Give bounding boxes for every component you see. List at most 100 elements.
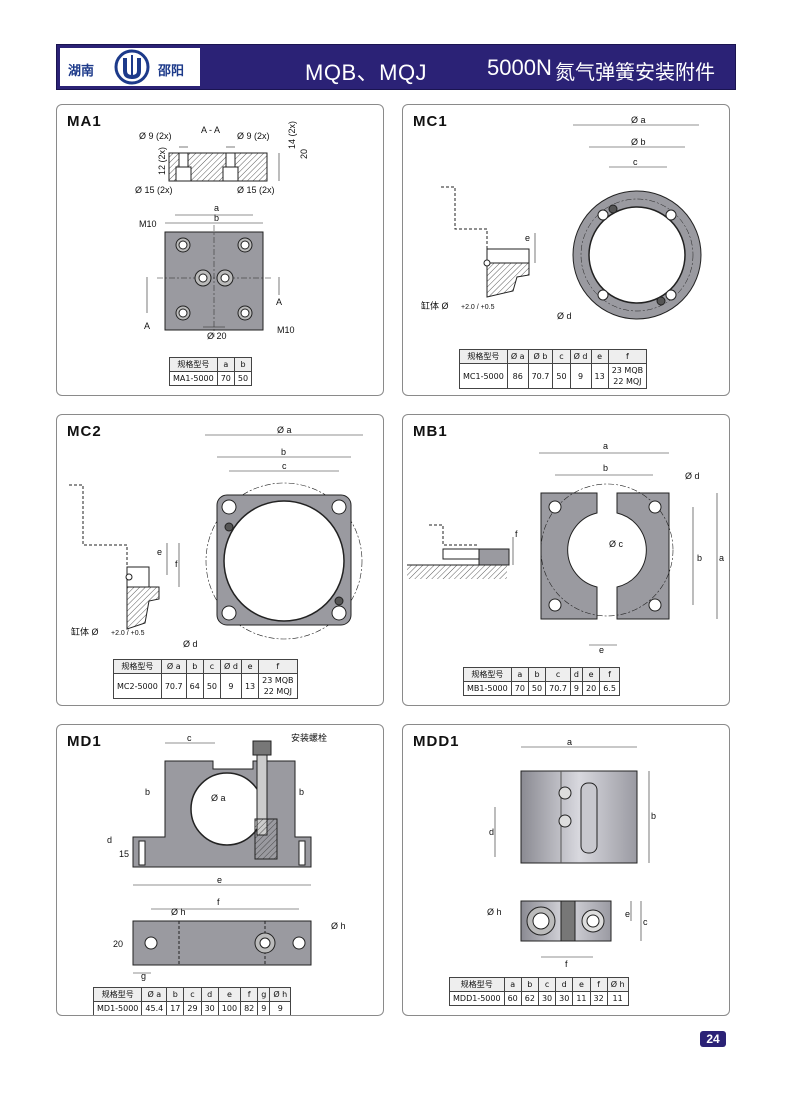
md1-label-h15: 15 <box>119 849 129 859</box>
table-cell: 30 <box>200 1001 219 1015</box>
mc2-label-cyl: 缸体 Ø <box>71 626 99 637</box>
table-cell: MB1-5000 <box>463 681 512 696</box>
mc2-label-tol: +2.0 / +0.5 <box>111 630 145 637</box>
mc1-label-cyl: 缸体 Ø <box>421 300 449 311</box>
mc1-label-d: Ø d <box>557 311 572 321</box>
md1-label-d: d <box>107 835 112 845</box>
table-header-cell: b <box>185 659 204 674</box>
mb1-side-view <box>407 524 514 579</box>
mdd1-label-c: c <box>643 917 648 927</box>
table-cell: 20 <box>582 681 601 696</box>
table-header-cell: c <box>552 349 571 364</box>
mdd1-label-h: Ø h <box>487 907 502 917</box>
mc1-label-tol: +2.0 / +0.5 <box>461 304 495 311</box>
table-header-cell: 规格型号 <box>113 659 162 674</box>
table-cell: 9 <box>269 1001 292 1015</box>
panel-mc2: MC2 e f 缸体 Ø +2.0 / +0.5 Ø a <box>56 414 384 706</box>
table-cell: 50 <box>527 681 547 696</box>
page-header: 湖南 邵阳 MQB、MQJ 5000N 氮气弹簧安装附件 <box>56 44 736 90</box>
mc1-label-a: Ø a <box>631 115 646 125</box>
table-header-cell: Ø d <box>220 659 242 674</box>
mb1-drawing: f a b Ø c Ø d b a e <box>407 441 724 655</box>
ma1-label-b: b <box>214 213 219 223</box>
table-header-cell: 规格型号 <box>459 349 508 364</box>
mb1-label-b2: b <box>697 553 702 563</box>
panel-title: MA1 <box>67 113 102 130</box>
table-cell: 9 <box>220 673 242 699</box>
table-cell: MD1-5000 <box>92 1001 143 1015</box>
md1-label-f: f <box>217 897 220 907</box>
table-header-cell: f <box>599 667 620 682</box>
page-number: 24 <box>700 1031 726 1047</box>
table-header-cell: Ø h <box>606 977 629 992</box>
table-cell: MC2-5000 <box>113 673 162 699</box>
table-header-cell: Ø d <box>569 349 592 364</box>
ma1-section-view <box>168 146 280 182</box>
md1-front-view <box>132 740 312 886</box>
mc2-drawing: e f 缸体 Ø +2.0 / +0.5 Ø a b c Ø d <box>69 425 363 649</box>
table-cell: MA1-5000 <box>169 371 218 386</box>
mc1-label-b: Ø b <box>631 137 646 147</box>
mdd1-label-a: a <box>567 737 572 747</box>
table-header-cell: d <box>569 667 584 682</box>
panel-mdd1: MDD1 a b d <box>402 724 730 1016</box>
table-cell: 17 <box>166 1001 185 1015</box>
mdd1-label-f: f <box>565 959 568 969</box>
table-header-cell: c <box>183 987 202 1002</box>
mc1-front-view <box>572 124 702 320</box>
table-header-cell: f <box>240 987 259 1002</box>
panel-md1: MD1 c 安装螺栓 b b Ø a d 15 e <box>56 724 384 1016</box>
table-header-cell: a <box>216 357 235 372</box>
header-model: MQB、MQJ <box>305 60 428 85</box>
table-header-cell: f <box>607 349 648 364</box>
table-header-cell: e <box>590 349 609 364</box>
panel-ma1: MA1 A - A Ø 9 (2x) Ø 9 (2x) Ø 15 (2x) Ø … <box>56 104 384 396</box>
md1-label-a: Ø a <box>211 793 226 803</box>
table-cell: 6.5 <box>599 681 620 696</box>
table-header-cell: d <box>200 987 219 1002</box>
ma1-top-view <box>146 214 280 337</box>
header-description: 氮气弹簧安装附件 <box>555 60 715 84</box>
table-cell: 11 <box>606 991 629 1006</box>
mc2-label-e: e <box>157 547 162 557</box>
table-header-cell: f <box>589 977 608 992</box>
table-header-cell: Ø h <box>269 987 292 1002</box>
ma1-label-section: A - A <box>201 125 220 135</box>
logo-mark-icon <box>114 49 150 85</box>
panel-title: MB1 <box>413 423 448 440</box>
table-cell: 29 <box>183 1001 202 1015</box>
table-header-cell: g <box>257 987 271 1002</box>
mdd1-label-d: d <box>489 827 494 837</box>
table-header-cell: Ø a <box>506 349 529 364</box>
panel-title: MD1 <box>67 733 102 750</box>
table-header-cell: e <box>240 659 260 674</box>
mc1-side-view <box>441 186 536 298</box>
mdd1-drawing: a b d Ø h e c f <box>487 737 656 969</box>
table-header-cell: Ø a <box>160 659 187 674</box>
table-header-cell: c <box>545 667 571 682</box>
logo-text-right: 邵阳 <box>158 64 185 79</box>
mb1-label-a: a <box>603 441 608 451</box>
table-header-cell: d <box>555 977 574 992</box>
mc2-side-view <box>69 484 180 630</box>
mc1-label-c: c <box>633 157 638 167</box>
table-header-cell: 规格型号 <box>449 977 505 992</box>
mb1-label-d: Ø d <box>685 471 700 481</box>
table-header-cell: e <box>572 977 591 992</box>
table-cell: 50 <box>202 673 222 699</box>
table-cell: 50 <box>552 363 571 389</box>
ma1-label-hole9b: Ø 9 (2x) <box>237 131 270 141</box>
mc2-label-d: Ø d <box>183 639 198 649</box>
mc1-drawing: e 缸体 Ø +2.0 / +0.5 Ø a Ø b c Ø d <box>421 115 702 321</box>
table-cell: 86 <box>506 363 529 389</box>
